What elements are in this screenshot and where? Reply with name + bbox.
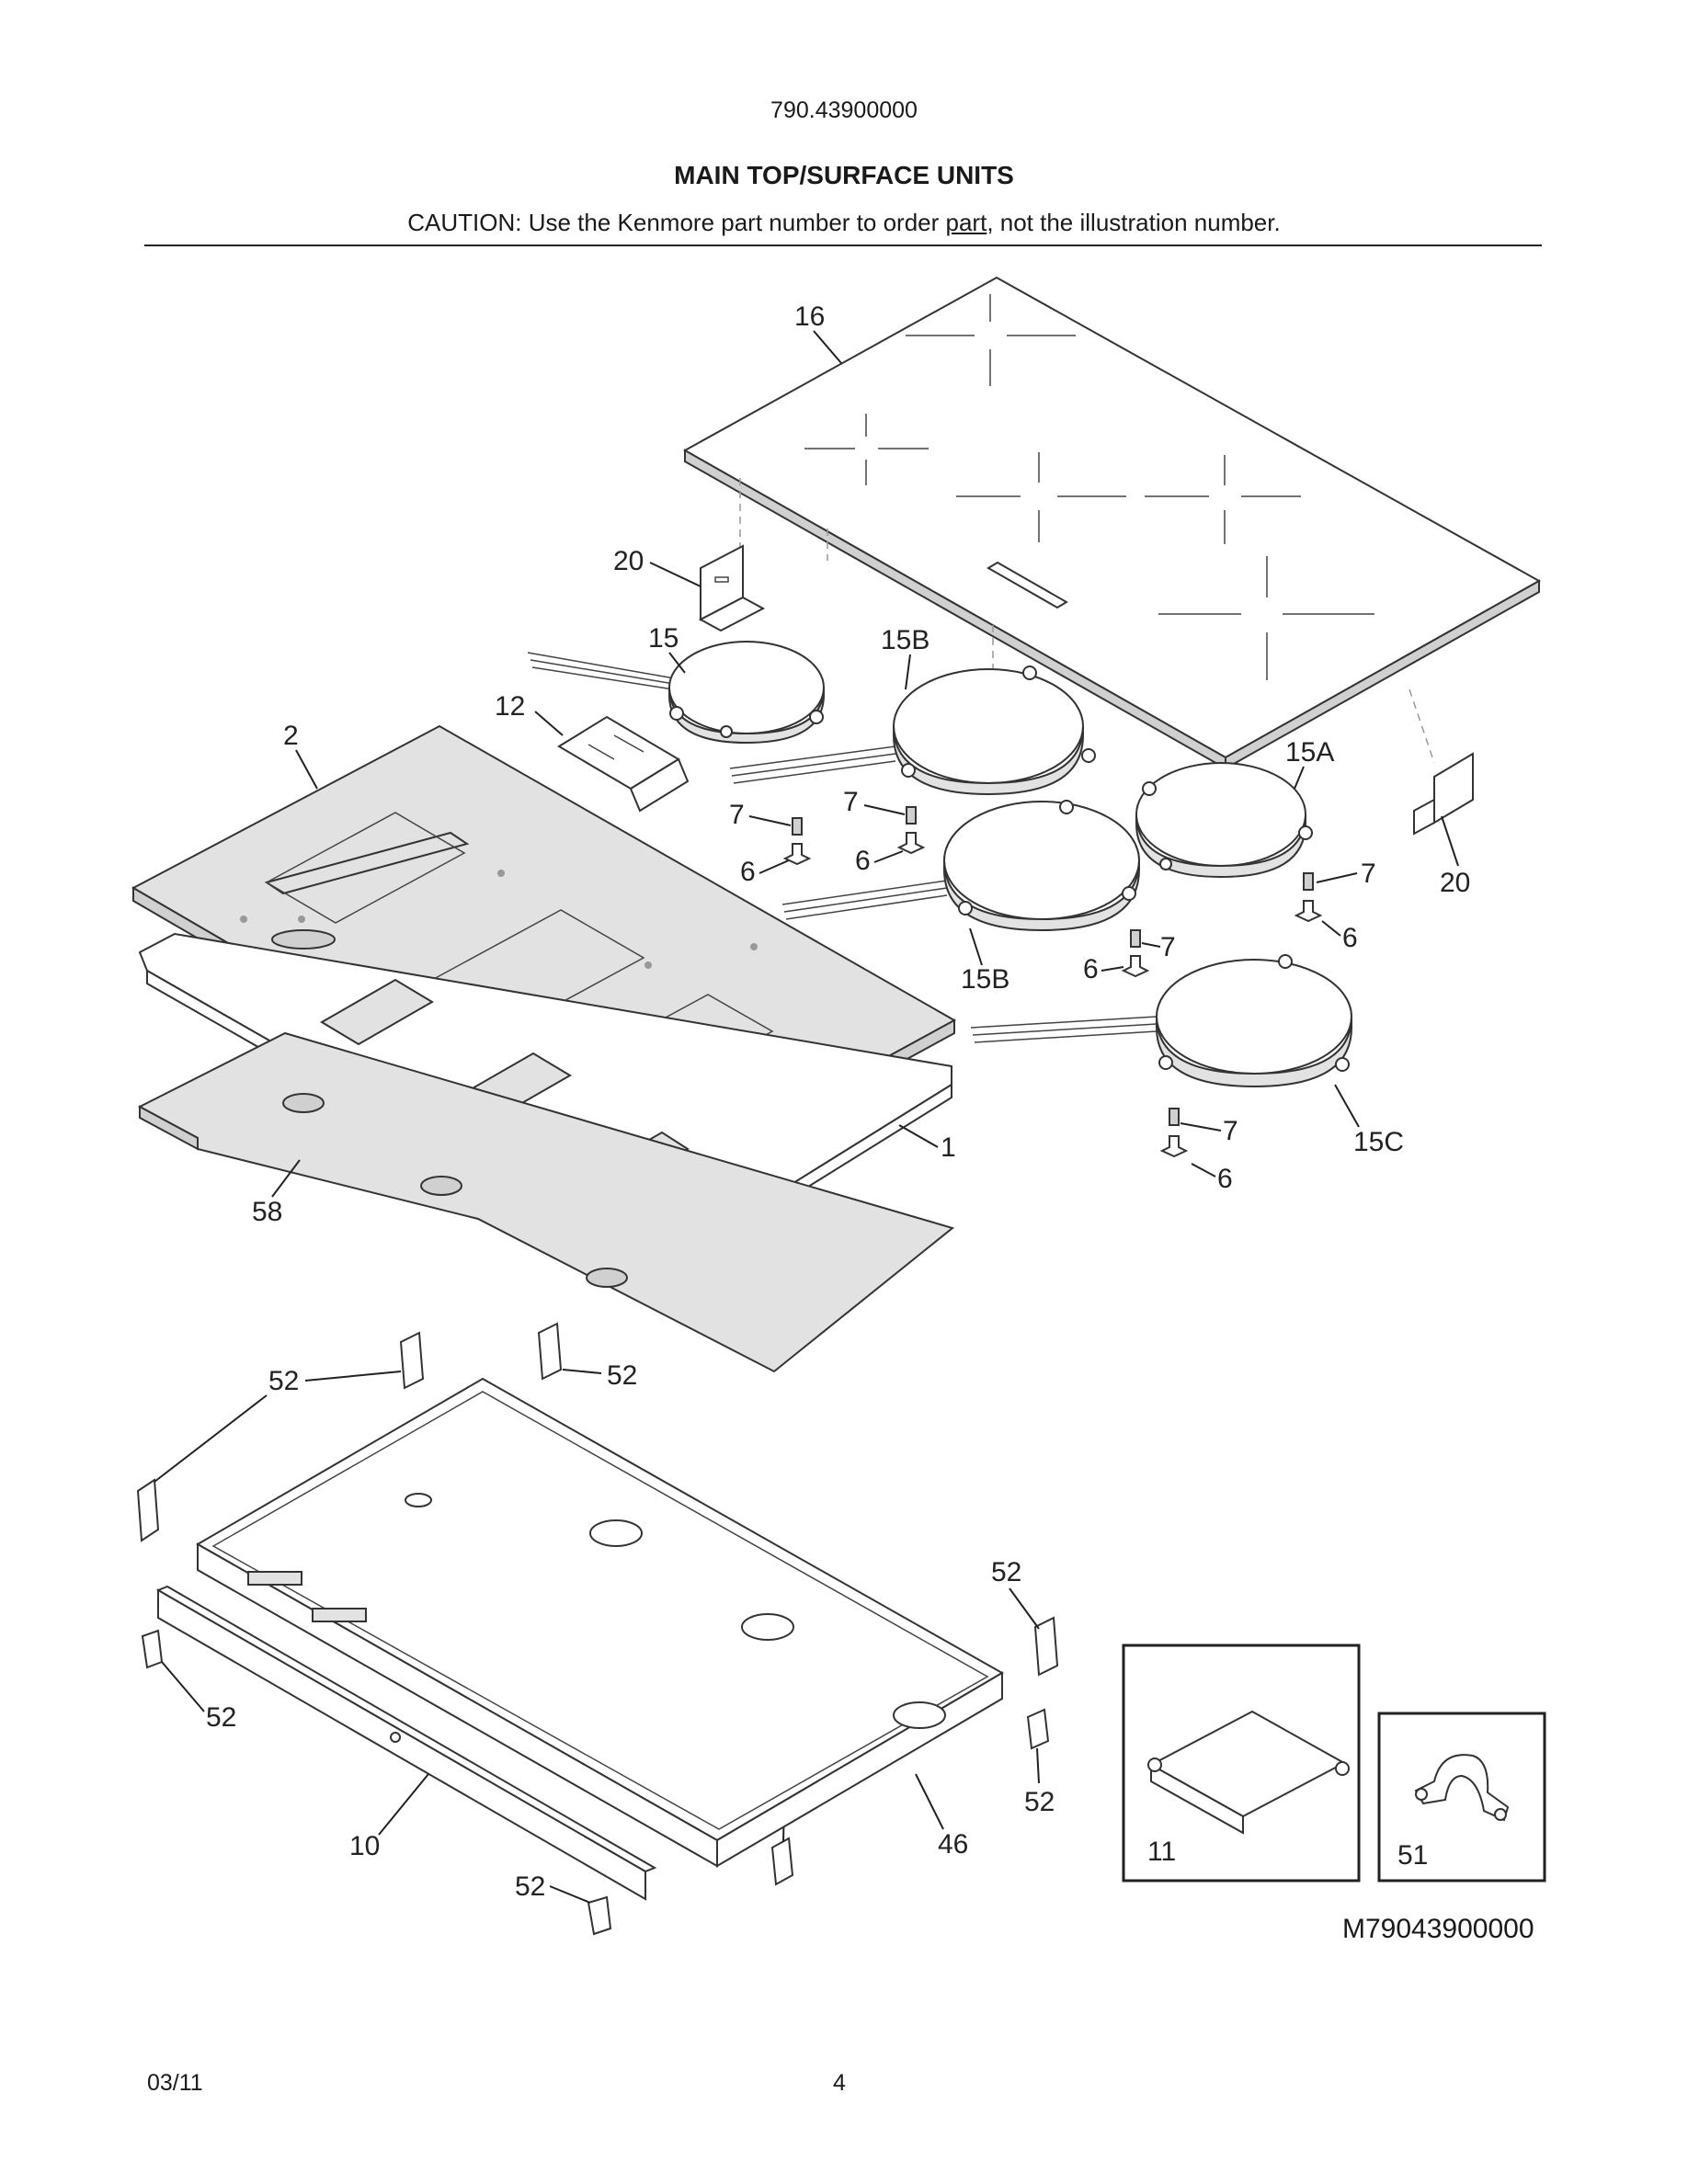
- springs-and-studs: [782, 806, 1323, 1158]
- part-16-glass-cooktop: [682, 276, 1542, 770]
- part-20-bracket-right: [1413, 752, 1474, 836]
- callout-52-d: 52: [206, 1702, 236, 1733]
- callout-6-a: 6: [740, 857, 756, 887]
- callout-15a: 15A: [1285, 737, 1334, 768]
- callout-7-c: 7: [1361, 859, 1376, 889]
- page-title: MAIN TOP/SURFACE UNITS: [674, 161, 1014, 189]
- callout-15b-top: 15B: [881, 625, 930, 655]
- callout-12: 12: [495, 691, 525, 722]
- caution-underlined-word: part: [945, 209, 987, 236]
- callout-7-d: 7: [1160, 932, 1176, 962]
- diagram-code: M79043900000: [1342, 1914, 1534, 1944]
- part-12-bracket: [557, 715, 690, 813]
- callout-52-c: 52: [991, 1557, 1021, 1587]
- callout-52-b: 52: [607, 1360, 637, 1391]
- caution-suffix: , not the illustration number.: [987, 209, 1281, 236]
- callout-51: 51: [1397, 1840, 1428, 1871]
- caution-note: CAUTION: Use the Kenmore part number to …: [0, 209, 1688, 237]
- inset-box-part-51: [1377, 1712, 1546, 1883]
- callout-6-b: 6: [855, 846, 871, 876]
- callout-52-a: 52: [268, 1366, 299, 1396]
- callout-52-g: 52: [515, 1871, 545, 1902]
- callout-7-a: 7: [729, 800, 745, 830]
- page-number: 4: [833, 2070, 846, 2096]
- callout-6-d: 6: [1083, 954, 1099, 984]
- part-15a-surface-unit: [1135, 762, 1313, 879]
- callout-6-e: 6: [1217, 1164, 1233, 1194]
- part-15b-surface-unit-top: [729, 665, 1096, 796]
- footer-date: 03/11: [147, 2070, 203, 2096]
- callout-46: 46: [938, 1829, 968, 1860]
- callout-6-c: 6: [1342, 923, 1358, 953]
- part-10-trim: [155, 1585, 657, 1901]
- callout-2: 2: [283, 721, 299, 751]
- inset-box-part-11: [1122, 1644, 1361, 1883]
- callout-16: 16: [794, 301, 825, 332]
- callout-20-left: 20: [613, 546, 644, 576]
- callout-11: 11: [1147, 1837, 1176, 1867]
- part-58-insulation: [137, 1031, 955, 1373]
- callout-1: 1: [941, 1132, 956, 1163]
- part-15c-surface-unit: [970, 954, 1352, 1088]
- callout-7-e: 7: [1223, 1116, 1238, 1146]
- part-46-chassis: [195, 1377, 1005, 1868]
- header-divider: [144, 245, 1542, 246]
- part-52-tabs: [136, 1322, 1059, 1936]
- part-15-surface-unit: [527, 641, 825, 745]
- callout-20-right: 20: [1440, 868, 1470, 898]
- callout-10: 10: [349, 1831, 380, 1861]
- caution-prefix: CAUTION: Use the Kenmore part number to …: [407, 209, 946, 236]
- callout-15b-bottom: 15B: [961, 964, 1009, 995]
- model-number: 790.43900000: [770, 97, 918, 123]
- part-15b-surface-unit-bottom: [781, 800, 1140, 932]
- part-20-bracket-left: [698, 544, 766, 632]
- callout-58: 58: [252, 1197, 282, 1227]
- callout-52-f: 52: [1024, 1787, 1055, 1817]
- callout-15c: 15C: [1353, 1127, 1404, 1157]
- callout-15: 15: [648, 623, 679, 654]
- callout-7-b: 7: [843, 787, 859, 817]
